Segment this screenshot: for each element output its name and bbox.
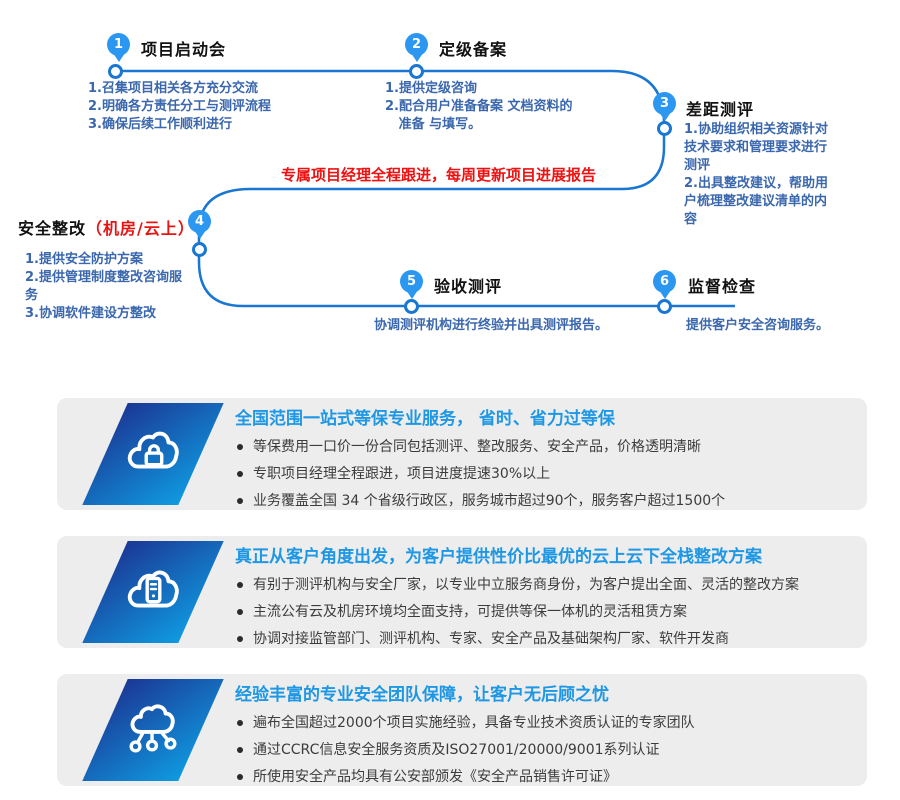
bullet-dot [237,774,243,780]
card-1-bullet-1: 等保费用一口价一份合同包括测评、整改服务、安全产品，价格透明清晰 [235,437,850,457]
step-2-title: 定级备案 [439,40,508,59]
step-2-description: 1.提供定级咨询 2.配合用户准备备案 文档资料的 准备 与填写。 [385,81,573,132]
card-3-icon-badge [82,679,224,781]
bullet-dot [237,720,243,726]
bullet-dot [237,609,243,615]
bullet-dot [237,747,243,753]
step-3-description: 1.协助组织相关资源针对 技术要求和管理要求进行 测评 2.出具整改建议，帮助用… [684,122,828,227]
step-5-title: 验收测评 [434,277,503,296]
card-1-bullet-2: 专职项目经理全程跟进，项目进度提速30%以上 [235,464,850,484]
bullet-dot [237,636,243,642]
card-expert-team: 经验丰富的专业安全团队保障，让客户无后顾之忧 遍布全国超过2000个项目实施经验… [57,674,867,786]
step-3-pin: 3 [653,92,676,115]
step-5-description: 协调测评机构进行终验并出具测评报告。 [374,318,609,333]
step-1-node-dot [108,64,123,79]
card-1-title: 全国范围一站式等保专业服务， 省时、省力过等保 [235,409,615,429]
step-6-number: 6 [659,274,670,289]
card-2-title: 真正从客户角度出发，为客户提供性价比最优的云上云下全栈整改方案 [235,547,762,567]
card-2-bullet-2: 主流公有云及机房环境均全面支持，可提供等保一体机的灵活租赁方案 [235,602,850,622]
step-2-number: 2 [411,37,422,52]
step-1-title: 项目启动会 [141,40,227,59]
step-3-number: 3 [659,96,670,111]
step-5-node-dot [404,299,419,314]
step-2-pin: 2 [405,33,428,56]
bullet-dot [237,582,243,588]
step-6-pin: 6 [653,270,676,293]
bullet-dot [237,444,243,450]
card-3-bullet-2: 通过CCRC信息安全服务资质及ISO27001/20000/9001系列认证 [235,740,850,760]
cloud-lock-icon [127,431,179,469]
step-3-node-dot [657,121,672,136]
card-nationwide-service: 全国范围一站式等保专业服务， 省时、省力过等保 等保费用一口价一份合同包括测评、… [57,398,867,510]
step-3-title: 差距测评 [686,100,755,119]
step-5-pin: 5 [400,270,423,293]
step-6-title: 监督检查 [688,277,757,296]
card-3-content: 经验丰富的专业安全团队保障，让客户无后顾之忧 遍布全国超过2000个项目实施经验… [235,680,850,787]
benefit-cards: 全国范围一站式等保专业服务， 省时、省力过等保 等保费用一口价一份合同包括测评、… [57,398,867,800]
step-4-number: 4 [194,214,205,229]
bullet-dot [237,498,243,504]
step-2-node-dot [409,64,424,79]
step-4-pin: 4 [188,210,211,233]
step-4-node-dot [192,242,207,257]
card-1-content: 全国范围一站式等保专业服务， 省时、省力过等保 等保费用一口价一份合同包括测评、… [235,404,850,511]
step-6-node-dot [657,299,672,314]
step-4-description: 1.提供安全防护方案 2.提供管理制度整改咨询服 务 3.协调软件建设方整改 [25,252,182,321]
cloud-server-icon [127,570,179,608]
bullet-dot [237,471,243,477]
cloud-network-icon [129,704,177,753]
card-3-bullet-3: 所使用安全产品均具有公安部颁发《安全产品销售许可证》 [235,767,850,787]
card-2-content: 真正从客户角度出发，为客户提供性价比最优的云上云下全栈整改方案 有别于测评机构与… [235,542,850,649]
step-4-title-red-suffix: （机房/云上） [86,219,195,238]
card-3-title: 经验丰富的专业安全团队保障，让客户无后顾之忧 [235,685,609,705]
card-2-icon-badge [82,541,224,643]
card-3-bullet-1: 遍布全国超过2000个项目实施经验，具备专业技术资质认证的专家团队 [235,713,850,733]
step-1-pin: 1 [107,33,130,56]
card-1-bullet-3: 业务覆盖全国 34 个省级行政区，服务城市超过90个，服务客户超过1500个 [235,491,850,511]
card-1-icon-badge [82,403,224,505]
project-manager-banner: 专属项目经理全程跟进，每周更新项目进展报告 [281,166,597,184]
card-2-bullet-1: 有别于测评机构与安全厂家，以专业中立服务商身份，为客户提出全面、灵活的整改方案 [235,575,850,595]
step-6-description: 提供客户安全咨询服务。 [686,318,830,333]
step-1-description: 1.召集项目相关各方充分交流 2.明确各方责任分工与测评流程 3.确保后续工作顺… [88,81,271,132]
step-1-number: 1 [113,37,124,52]
card-2-bullet-3: 协调对接监管部门、测评机构、专家、安全产品及基础架构厂家、软件开发商 [235,629,850,649]
step-4-title: 安全整改（机房/云上） [18,219,195,238]
flow-diagram: 1 2 3 4 5 6 项目启动会 定级备案 差距测评 安全整改（机房/云上） … [0,0,900,380]
step-5-number: 5 [406,274,417,289]
card-customer-first: 真正从客户角度出发，为客户提供性价比最优的云上云下全栈整改方案 有别于测评机构与… [57,536,867,648]
